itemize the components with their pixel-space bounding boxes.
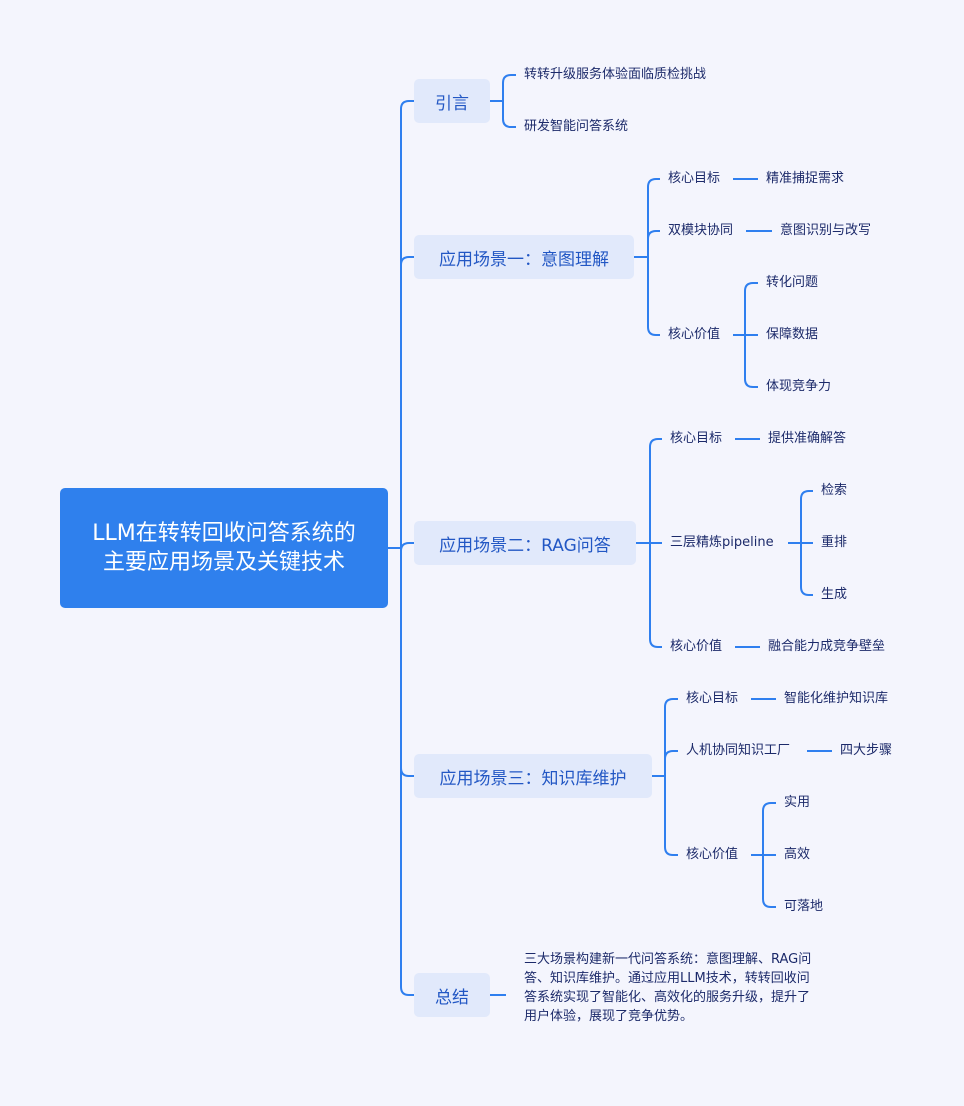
connector-line [400,542,414,552]
node-s1-goal[interactable]: 核心目标 [668,171,721,186]
leaf-s2-pipeline-2[interactable]: 重排 [821,535,848,550]
branch-summary[interactable]: 总结 [414,973,490,1017]
branch-label: 应用场景二：RAG问答 [439,535,611,556]
leaf-s1-dual[interactable]: 意图识别与改写 [780,223,872,238]
node-s1-value[interactable]: 核心价值 [668,327,721,342]
branch-scenario-1[interactable]: 应用场景一：意图理解 [414,235,634,279]
node-intro-1[interactable]: 转转升级服务体验面临质检挑战 [524,67,707,82]
root-node[interactable]: LLM在转转回收问答系统的主要应用场景及关键技术 [60,488,388,608]
node-s3-value[interactable]: 核心价值 [686,847,739,862]
connector-line [800,543,813,596]
connector-line [800,490,813,543]
connector-line [649,438,662,543]
leaf-s3-factory[interactable]: 四大步骤 [840,743,893,758]
connector-line [762,855,776,908]
connector-line [400,548,414,996]
connector-line [502,101,516,128]
summary-text[interactable]: 三大场景构建新一代问答系统：意图理解、RAG问答、知识库维护。通过应用LLM技术… [524,952,812,1024]
node-s1-dual[interactable]: 双模块协同 [668,223,734,238]
connector-line [664,698,678,776]
branch-scenario-3[interactable]: 应用场景三：知识库维护 [414,754,652,798]
leaf-s1-value-1[interactable]: 转化问题 [766,275,819,290]
root-title: LLM在转转回收问答系统的主要应用场景及关键技术 [92,521,356,575]
node-s2-goal[interactable]: 核心目标 [670,431,723,446]
branch-label: 应用场景一：意图理解 [439,249,609,270]
connector-line [649,543,662,648]
node-s3-factory[interactable]: 人机协同知识工厂 [686,743,791,758]
leaf-s2-pipeline-3[interactable]: 生成 [821,587,848,602]
leaf-s2-goal[interactable]: 提供准确解答 [768,431,847,446]
connector-line [762,802,776,855]
connector-line [647,230,660,257]
connector-line [744,282,758,335]
branch-scenario-2[interactable]: 应用场景二：RAG问答 [414,521,636,565]
branch-label: 应用场景三：知识库维护 [439,768,627,789]
leaf-s3-value-2[interactable]: 高效 [784,847,811,862]
connector-line [400,256,414,548]
leaf-s3-value-1[interactable]: 实用 [784,795,811,810]
leaf-s3-value-3[interactable]: 可落地 [784,899,824,914]
connector-line [664,776,678,856]
connector-line [647,257,660,336]
leaf-s2-value[interactable]: 融合能力成竞争壁垒 [768,639,886,654]
connector-line [744,335,758,388]
node-intro-2[interactable]: 研发智能问答系统 [524,119,629,134]
leaf-s1-goal[interactable]: 精准捕捉需求 [766,171,845,186]
node-s2-pipeline[interactable]: 三层精炼pipeline [670,535,774,550]
branch-label: 引言 [435,93,469,114]
leaf-s2-pipeline-1[interactable]: 检索 [821,483,848,498]
leaf-s1-value-2[interactable]: 保障数据 [766,327,819,342]
branch-intro[interactable]: 引言 [414,79,490,123]
leaf-s1-value-3[interactable]: 体现竞争力 [766,379,832,394]
connector-line [400,548,414,777]
connector-line [502,74,516,101]
node-s3-goal[interactable]: 核心目标 [686,691,739,706]
connector-line [647,178,660,257]
connector-line [664,750,678,776]
leaf-s3-goal[interactable]: 智能化维护知识库 [784,691,889,706]
node-s2-value[interactable]: 核心价值 [670,639,723,654]
connector-line [400,100,414,548]
branch-label: 总结 [435,987,469,1008]
